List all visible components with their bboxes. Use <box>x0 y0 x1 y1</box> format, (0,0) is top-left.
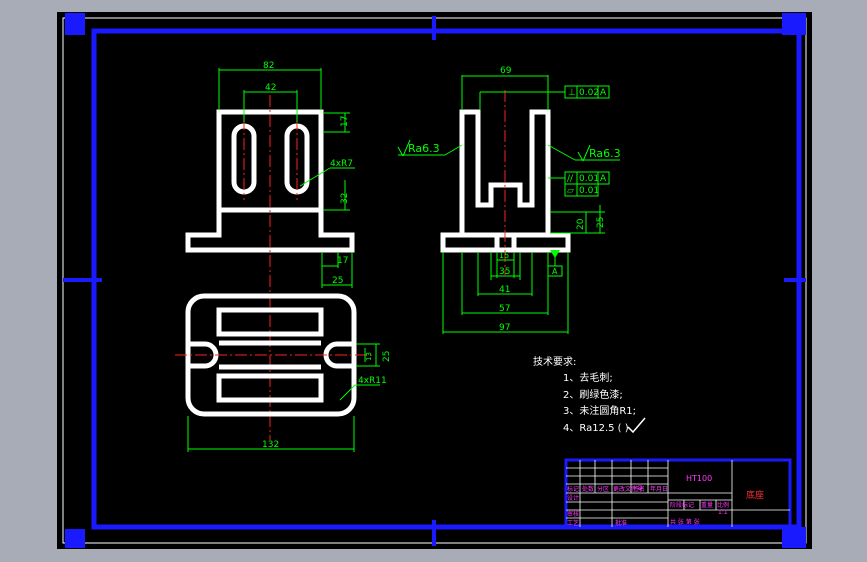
note-2: 2、刷绿色漆; <box>563 388 623 401</box>
tb-scale-label: 比例 <box>717 501 729 509</box>
top-view-upper-rib <box>216 307 324 337</box>
top-view-outline <box>185 293 357 417</box>
dim-97: 97 <box>499 323 510 333</box>
notes-heading: 技术要求: <box>533 355 576 368</box>
datum-label: A <box>552 267 558 276</box>
roughness-check-icon <box>627 417 646 434</box>
dim-13: 13 <box>365 352 373 361</box>
front-view-dimensions <box>218 68 355 288</box>
top-view-lower-rib <box>216 373 324 403</box>
note-4: 4、Ra12.5 ( ) <box>563 423 629 434</box>
tb-label-zone: 分区 <box>597 485 609 493</box>
side-view: 69 ⊥ 0.02 A Ra6.3 Ra6.3 // 0.01 A ▱ 0.01… <box>397 66 621 334</box>
tol-parallel-datum: A <box>600 174 607 184</box>
dim-42: 42 <box>265 83 276 93</box>
dim-20: 20 <box>576 218 586 230</box>
front-view-base-step <box>216 225 324 235</box>
tb-label-mark: 标记 <box>567 485 579 493</box>
dim-4xr7: 4xR7 <box>330 159 353 169</box>
tb-label-count: 处数 <box>582 485 594 493</box>
dim-25-side: 25 <box>596 217 606 228</box>
dim-32: 32 <box>340 193 350 204</box>
front-view: 82 42 17 4xR7 32 17 25 <box>185 61 355 440</box>
tb-label-date: 年月日 <box>650 485 668 493</box>
roughness-left: Ra6.3 <box>408 142 440 155</box>
dim-57: 57 <box>499 304 510 314</box>
centering-marks <box>63 16 806 546</box>
top-view-mid-line <box>219 340 321 370</box>
corner-markers <box>65 13 806 548</box>
tb-label-docno: 更改文件号 <box>613 485 643 493</box>
top-view: 25 13 4xR11 132 <box>175 293 392 452</box>
tol-perpendicular: 0.02 <box>579 88 599 98</box>
tol-flatness: 0.01 <box>579 186 599 196</box>
top-view-dimensions <box>187 343 380 452</box>
note-1: 1、去毛刺; <box>563 372 613 384</box>
tb-weight: 重量 <box>701 501 713 509</box>
dim-15: 15 <box>499 251 509 260</box>
technical-requirements: 技术要求: 1、去毛刺; 2、刷绿色漆; 3、未注圆角R1; 4、Ra12.5 … <box>533 355 636 434</box>
tb-part-name: 底座 <box>746 489 764 501</box>
dim-82: 82 <box>263 61 274 71</box>
dim-17-base: 17 <box>337 256 348 266</box>
dim-41: 41 <box>499 285 510 295</box>
dim-69: 69 <box>500 66 512 76</box>
tol-parallel-sym: // <box>567 174 574 184</box>
dim-17-top: 17 <box>340 116 350 127</box>
tol-flatness-sym: ▱ <box>567 186 574 196</box>
tb-review: 审核 <box>567 510 579 518</box>
tb-sheet: 共 张 第 张 <box>670 518 700 526</box>
dim-132: 132 <box>262 440 279 450</box>
tb-craft: 工艺 <box>567 519 579 527</box>
side-view-dimensions <box>397 75 620 334</box>
front-view-outline <box>185 109 355 253</box>
tol-perpendicular-datum: A <box>600 88 607 98</box>
dim-25-top-view: 25 <box>382 351 392 362</box>
roughness-right: Ra6.3 <box>589 147 621 160</box>
side-view-outline <box>440 109 571 253</box>
tol-perpendicular-sym: ⊥ <box>568 88 576 98</box>
tb-scale: 1:1 <box>718 509 728 516</box>
drawing-area <box>57 12 812 549</box>
dim-25-bottom: 25 <box>332 276 343 286</box>
tb-approve: 批准 <box>615 519 627 527</box>
tb-design: 设计 <box>567 494 579 502</box>
tb-material: HT100 <box>686 474 712 483</box>
note-3: 3、未注圆角R1; <box>563 404 636 417</box>
dim-4xr11: 4xR11 <box>358 376 387 386</box>
datum-triangle <box>550 250 560 258</box>
title-block: 标记 处数 分区 更改文件号 签名 年月日 设计 审核 工艺 批准 阶段标记 重… <box>564 458 792 529</box>
tol-parallel: 0.01 <box>579 174 599 184</box>
dim-35: 35 <box>499 267 510 277</box>
tb-label-sign: 签名 <box>633 485 645 493</box>
tb-stage: 阶段标记 <box>670 501 694 509</box>
